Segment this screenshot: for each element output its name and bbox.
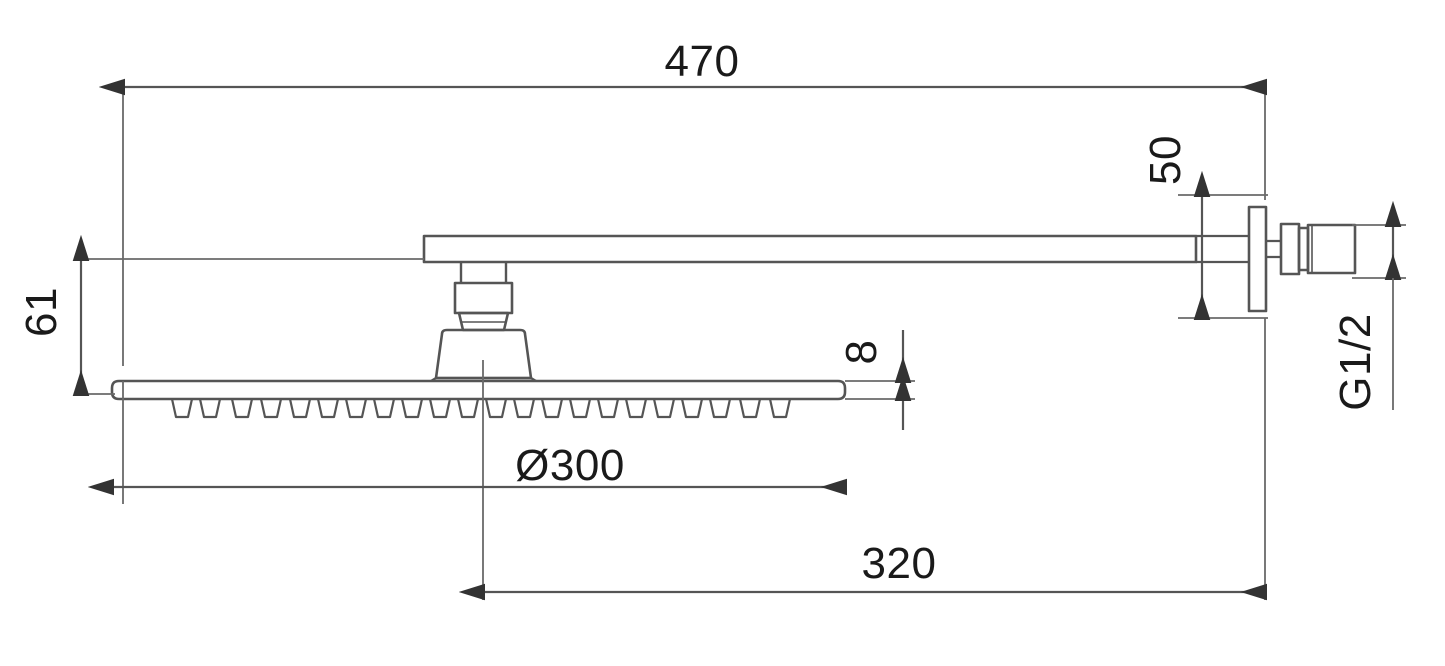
dimension-labels: 470 50 61 8 Ø300 320 G1/2 <box>17 37 1380 588</box>
dim-label-300: Ø300 <box>515 441 625 490</box>
dim-label-320: 320 <box>862 539 937 588</box>
dim-label-8: 8 <box>837 340 886 365</box>
dimension-lines <box>72 78 1402 601</box>
shower-plate <box>110 379 847 401</box>
swivel-joint <box>430 262 537 382</box>
dim-label-470: 470 <box>665 37 740 86</box>
nozzles <box>170 398 792 419</box>
shower-arm <box>422 234 1198 264</box>
dim-label-61: 61 <box>17 287 66 337</box>
dim-label-50: 50 <box>1141 135 1190 185</box>
extension-lines <box>78 84 1406 600</box>
thread-inlet <box>1266 222 1357 276</box>
dim-label-g12: G1/2 <box>1331 313 1380 410</box>
wall-flange <box>1196 205 1268 313</box>
